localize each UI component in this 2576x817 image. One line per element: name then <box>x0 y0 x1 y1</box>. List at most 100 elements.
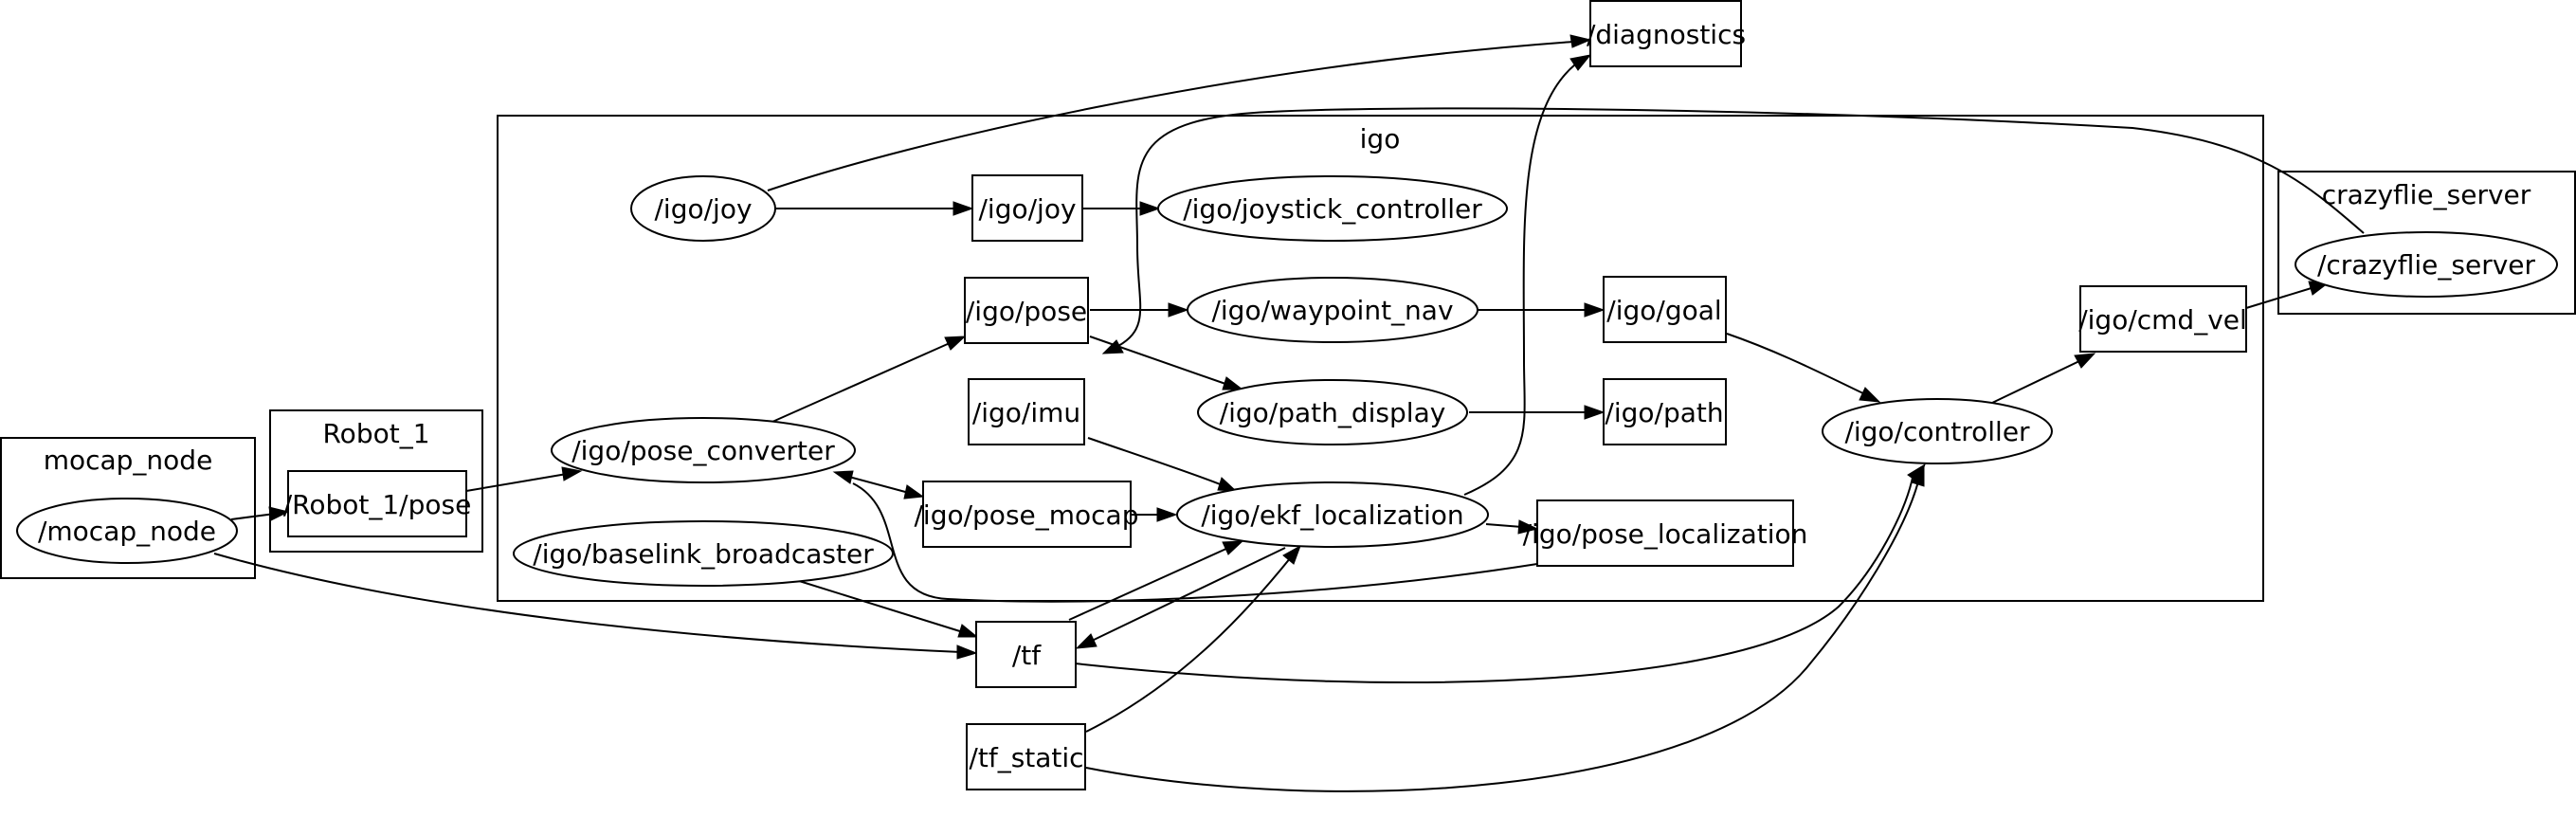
topic-pose-localization-box[interactable] <box>1536 499 1794 567</box>
node-baselink-broadcaster[interactable]: /igo/baselink_broadcaster <box>513 520 894 587</box>
arrow-pose-converter-from-pose-mocap <box>832 470 854 484</box>
cluster-robot-1-label: Robot_1 <box>322 418 429 449</box>
arrow-goal <box>1584 302 1605 318</box>
edge-goal-to-controller <box>1726 333 1866 395</box>
edge-tf-to-controller <box>1074 477 1914 683</box>
node-crazyflie-server-label: /crazyflie_server <box>2317 249 2536 281</box>
topic-robot-1-pose-box[interactable] <box>287 470 467 537</box>
edge-tf-static-to-ekf <box>1085 556 1292 733</box>
topic-diagnostics-box[interactable] <box>1589 0 1742 67</box>
arrow-joy-topic <box>952 201 974 216</box>
edge-imu-to-ekf <box>1087 437 1224 486</box>
topic-igo-goal[interactable]: /igo/goal <box>1603 276 1727 343</box>
node-ekf-localization[interactable]: /igo/ekf_localization <box>1176 481 1489 548</box>
nodes: /diagnostics /mocap_node /Robot_1/pose /… <box>16 0 2558 790</box>
edge-mocap-to-robot-pose <box>230 513 276 520</box>
node-crazyflie-server[interactable]: /crazyflie_server <box>2295 231 2558 298</box>
topic-cmd-vel[interactable]: /igo/cmd_vel <box>2078 285 2247 353</box>
node-mocap-node-ellipse[interactable] <box>16 498 238 564</box>
edge-robot-pose-to-pose-converter <box>465 473 568 492</box>
topic-igo-path-box[interactable] <box>1603 378 1727 445</box>
topic-tf-static-label: /tf_static <box>969 742 1083 773</box>
node-igo-controller[interactable]: /igo/controller <box>1822 398 2053 464</box>
arrow-pose <box>944 336 967 351</box>
topic-tf[interactable]: /tf <box>975 621 1077 688</box>
topic-igo-path[interactable]: /igo/path <box>1603 378 1727 445</box>
node-path-display-ellipse[interactable] <box>1197 379 1468 445</box>
topic-tf-static-box[interactable] <box>966 723 1086 790</box>
node-joystick-controller[interactable]: /igo/joystick_controller <box>1157 175 1508 242</box>
topic-igo-pose-label: /igo/pose <box>966 296 1087 327</box>
arrow-tf-from-baselink <box>957 624 979 638</box>
arrow-diagnostics-from-ekf <box>1569 54 1592 71</box>
cluster-igo-label: igo <box>1360 123 1401 154</box>
node-ekf-localization-ellipse[interactable] <box>1176 481 1489 548</box>
arrow-path <box>1584 405 1605 420</box>
topic-cmd-vel-label: /igo/cmd_vel <box>2078 304 2247 336</box>
edge-ekf-to-diagnostics <box>1463 64 1576 496</box>
arrow-imu <box>1101 339 1124 354</box>
node-mocap-node[interactable]: /mocap_node <box>16 498 238 564</box>
topic-tf-box[interactable] <box>975 621 1077 688</box>
node-crazyflie-server-ellipse[interactable] <box>2295 231 2558 298</box>
topic-pose-mocap[interactable]: /igo/pose_mocap <box>914 481 1139 548</box>
node-igo-controller-ellipse[interactable] <box>1822 398 2053 464</box>
node-pose-converter-ellipse[interactable] <box>551 417 856 483</box>
node-joystick-controller-ellipse[interactable] <box>1157 175 1508 242</box>
topic-tf-static[interactable]: /tf_static <box>966 723 1086 790</box>
topic-igo-goal-box[interactable] <box>1603 276 1727 343</box>
arrow-diagnostics-from-joy <box>1569 34 1592 48</box>
node-joystick-controller-label: /igo/joystick_controller <box>1183 193 1482 225</box>
node-waypoint-nav[interactable]: /igo/waypoint_nav <box>1187 277 1478 343</box>
topic-diagnostics[interactable]: /diagnostics <box>1587 0 1746 67</box>
node-baselink-broadcaster-ellipse[interactable] <box>513 520 894 587</box>
node-igo-joy-ellipse[interactable] <box>630 175 776 242</box>
topic-igo-pose[interactable]: /igo/pose <box>964 277 1089 344</box>
topic-igo-joy-box[interactable] <box>971 174 1083 242</box>
node-pose-converter-label: /igo/pose_converter <box>571 435 835 466</box>
edge-joy-to-diagnostics <box>767 41 1574 191</box>
arrow-ekf-from-tf-static <box>1282 544 1301 565</box>
arrow-joystick-controller <box>1139 201 1161 216</box>
topic-pose-localization[interactable]: /igo/pose_localization <box>1523 499 1808 567</box>
edge-baselink-to-tf <box>795 579 964 633</box>
topic-igo-joy-label: /igo/joy <box>978 193 1076 225</box>
cluster-robot-1: Robot_1 <box>269 409 483 553</box>
arrow-pose-converter <box>561 466 583 481</box>
node-path-display-label: /igo/path_display <box>1220 397 1446 428</box>
topic-cmd-vel-box[interactable] <box>2079 285 2247 353</box>
cluster-igo: igo <box>497 115 2264 602</box>
topic-igo-path-label: /igo/path <box>1605 397 1723 428</box>
edge-controller-to-cmd-vel <box>1991 360 2080 404</box>
node-baselink-broadcaster-label: /igo/baselink_broadcaster <box>533 538 874 570</box>
topic-igo-imu[interactable]: /igo/imu <box>968 378 1085 445</box>
cluster-crazyflie-server: crazyflie_server <box>2277 171 2576 315</box>
topic-igo-imu-box[interactable] <box>968 378 1085 445</box>
topic-igo-goal-label: /igo/goal <box>1606 295 1721 326</box>
node-waypoint-nav-ellipse[interactable] <box>1187 277 1478 343</box>
cluster-robot-1-frame <box>269 409 483 553</box>
arrow-pose-localization <box>1517 519 1539 535</box>
topic-robot-1-pose-label: /Robot_1/pose <box>283 489 472 520</box>
node-igo-joy[interactable]: /igo/joy <box>630 175 776 242</box>
arrow-tf-from-mocap <box>956 645 978 660</box>
topic-pose-localization-label: /igo/pose_localization <box>1523 518 1808 550</box>
arrow-path-display <box>1222 376 1244 390</box>
node-pose-converter[interactable]: /igo/pose_converter <box>551 417 856 483</box>
edge-cmd-vel-to-crazyflie-server <box>2245 286 2315 309</box>
cluster-mocap-node-frame <box>0 437 256 579</box>
topic-pose-mocap-box[interactable] <box>922 481 1132 548</box>
node-mocap-node-label: /mocap_node <box>38 516 216 547</box>
cluster-crazyflie-server-frame <box>2277 171 2576 315</box>
topic-igo-joy[interactable]: /igo/joy <box>971 174 1083 242</box>
cluster-mocap-node-label: mocap_node <box>44 445 213 476</box>
topic-igo-pose-box[interactable] <box>964 277 1089 344</box>
topic-pose-mocap-label: /igo/pose_mocap <box>914 499 1138 531</box>
arrow-controller-from-tf-static <box>1911 464 1925 487</box>
node-path-display[interactable]: /igo/path_display <box>1197 379 1468 445</box>
arrow-ekf-from-tf <box>1222 540 1244 555</box>
cluster-mocap-node: mocap_node <box>0 437 256 579</box>
topic-robot-1-pose[interactable]: /Robot_1/pose <box>283 470 472 537</box>
edge-ekf-to-tf <box>1089 547 1286 643</box>
